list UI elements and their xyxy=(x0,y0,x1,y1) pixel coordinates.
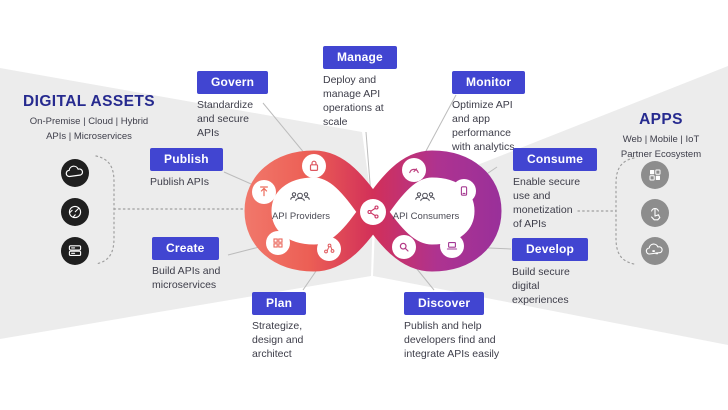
monitor-desc-line: performance xyxy=(452,127,511,139)
consume-desc-line: use and xyxy=(513,190,551,202)
stage-create: Create Build APIs and microservices xyxy=(152,237,220,292)
discover-desc-line: developers find and xyxy=(404,334,496,346)
stage-govern: Govern Standardize and secure APIs xyxy=(197,71,269,140)
stage-consume: Consume Enable secure use and monetizati… xyxy=(513,148,598,231)
plan-desc-line: architect xyxy=(252,348,292,360)
discover-desc-line: Publish and help xyxy=(404,320,482,332)
analytics-icon xyxy=(61,198,89,226)
govern-desc-line: APIs xyxy=(197,127,220,139)
share-icon xyxy=(360,199,386,225)
discover-pill: Discover xyxy=(404,292,485,315)
digital-assets-subtitle-2: APIs | Microservices xyxy=(46,131,132,142)
digital-assets-subtitle-1: On-Premise | Cloud | Hybrid xyxy=(29,116,149,127)
cloud-icon xyxy=(61,159,89,187)
develop-pill: Develop xyxy=(512,238,589,261)
manage-connector xyxy=(365,131,372,197)
left-gray-backdrop xyxy=(0,68,373,339)
laptop-icon xyxy=(440,234,464,258)
right-gray-backdrop xyxy=(373,66,728,345)
publish-pill: Publish xyxy=(150,148,223,171)
monitor-desc-line: with analytics xyxy=(452,141,515,153)
plan-desc-line: design and xyxy=(252,334,304,346)
publish-desc-line: Publish APIs xyxy=(150,176,209,188)
apps-grid-icon xyxy=(641,161,669,189)
develop-desc-line: Build secure xyxy=(512,266,570,278)
monitor-desc-line: and app xyxy=(452,113,490,125)
server-icon xyxy=(61,237,89,265)
manage-desc-line: Deploy and xyxy=(323,74,377,86)
govern-desc-line: Standardize xyxy=(197,99,254,111)
manage-desc-line: operations at xyxy=(323,102,384,114)
stage-plan: Plan Strategize, design and architect xyxy=(252,292,307,361)
create-pill: Create xyxy=(152,237,219,260)
develop-desc-line: digital xyxy=(512,280,540,292)
apps-subtitle-1: Web | Mobile | IoT xyxy=(622,134,700,145)
search-icon xyxy=(392,235,416,259)
discover-desc-line: integrate APIs easily xyxy=(404,348,500,360)
plan-pill: Plan xyxy=(252,292,307,315)
stage-publish: Publish Publish APIs xyxy=(150,148,223,189)
consume-pill: Consume xyxy=(513,148,598,171)
gauge-icon xyxy=(402,158,426,182)
manage-desc-line: scale xyxy=(323,116,348,128)
cloud-iot-icon xyxy=(641,237,669,265)
monitor-desc-line: Optimize API xyxy=(452,99,513,111)
create-desc-line: microservices xyxy=(152,279,217,291)
stage-monitor: Monitor Optimize API and app performance… xyxy=(452,71,526,154)
stage-discover: Discover Publish and help developers fin… xyxy=(404,292,499,361)
manage-pill: Manage xyxy=(323,46,397,69)
govern-pill: Govern xyxy=(197,71,269,94)
upload-icon xyxy=(252,180,276,204)
manage-desc-line: manage API xyxy=(323,88,381,100)
phone-icon xyxy=(452,179,476,203)
stage-develop: Develop Build secure digital experiences xyxy=(512,238,589,307)
monitor-pill: Monitor xyxy=(452,71,526,94)
apps-title: APPS xyxy=(639,111,683,128)
create-desc-line: Build APIs and xyxy=(152,265,221,277)
stage-manage: Manage Deploy and manage API operations … xyxy=(323,46,397,129)
govern-desc-line: and secure xyxy=(197,113,249,125)
consume-desc-line: monetization xyxy=(513,204,573,216)
apps-subtitle-2: Partner Ecosystem xyxy=(620,149,702,160)
left-dotted-bracket xyxy=(95,155,115,265)
blocks-icon xyxy=(266,231,290,255)
touch-icon xyxy=(641,199,669,227)
network-icon xyxy=(317,237,341,261)
govern-connector xyxy=(262,102,311,161)
consume-desc-line: of APIs xyxy=(513,218,547,230)
digital-assets-title: DIGITAL ASSETS xyxy=(23,93,155,110)
plan-desc-line: Strategize, xyxy=(252,320,303,332)
consume-desc-line: Enable secure xyxy=(513,176,581,188)
api-providers-label: API Providers xyxy=(271,211,331,222)
develop-desc-line: experiences xyxy=(512,294,569,306)
lock-icon xyxy=(302,154,326,178)
api-consumers-label: API Consumers xyxy=(392,211,460,222)
